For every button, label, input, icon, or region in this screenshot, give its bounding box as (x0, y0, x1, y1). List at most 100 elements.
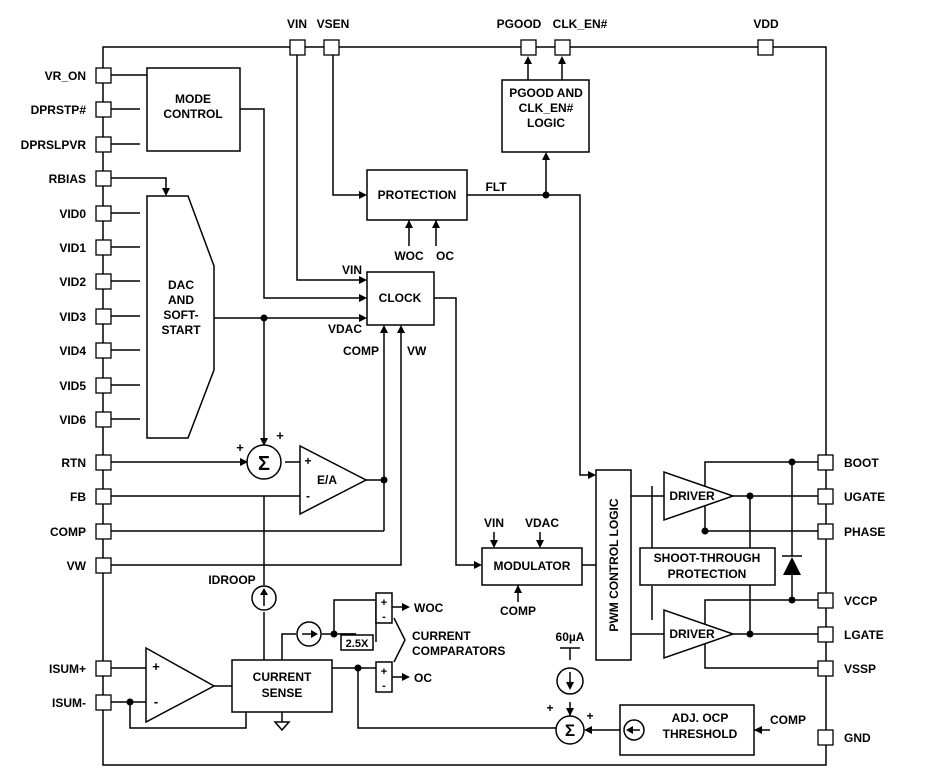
comparators-line2: COMPARATORS (412, 644, 505, 658)
pin-comp (95, 523, 112, 540)
pin-label-rbias: RBIAS (49, 172, 86, 186)
pin-vssp (817, 660, 834, 677)
pin-vdd (757, 39, 774, 56)
pin-vid4 (95, 342, 112, 359)
clock-vdac-label: VDAC (328, 322, 362, 336)
pin-label-clk-en: CLK_EN# (553, 17, 608, 31)
pin-label-comp: COMP (50, 525, 86, 539)
flt-label: FLT (485, 180, 507, 194)
shoot-through-block (639, 547, 776, 586)
rtn-sum-plus-top: + (276, 428, 284, 443)
modulator-comp-label: COMP (500, 604, 536, 618)
pin-label-ugate: UGATE (844, 490, 885, 504)
pin-label-vid5: VID5 (59, 379, 86, 393)
ocp-sum-plus-right: + (586, 709, 593, 723)
low-side-driver-label: DRIVER (669, 627, 715, 641)
ocp-sum-plus-left: + (546, 701, 553, 715)
clock-vw-label: VW (407, 344, 427, 358)
pin-label-vccp: VCCP (844, 594, 877, 608)
pin-label-vid4: VID4 (59, 344, 86, 358)
comparator-brace (393, 617, 406, 663)
pin-dprslpvr (95, 136, 112, 153)
pin-label-vsen: VSEN (317, 17, 350, 31)
comparators-line1: CURRENT (412, 629, 471, 643)
pin-dprstp (95, 101, 112, 118)
pin-label-vid6: VID6 (59, 413, 86, 427)
modulator-label: MODULATOR (494, 559, 571, 573)
pin-label-lgate: LGATE (844, 628, 884, 642)
pin-label-vid3: VID3 (59, 310, 86, 324)
arrowheads (162, 56, 762, 734)
wires (111, 55, 818, 731)
pin-label-vdd: VDD (753, 17, 779, 31)
oc-comp-minus: - (382, 680, 386, 692)
shoot-through-line2: PROTECTION (668, 567, 747, 581)
high-side-driver-label: DRIVER (669, 489, 715, 503)
dac-line2: AND (168, 293, 194, 307)
modulator-block (481, 547, 583, 586)
pgood-logic-line1: PGOOD AND (509, 86, 583, 100)
dac-block (146, 195, 215, 439)
junction-dots (126, 191, 796, 706)
pin-lgate (817, 626, 834, 643)
clock-block (366, 271, 435, 326)
dac-line4: START (161, 323, 201, 337)
pin-vsen (323, 39, 340, 56)
pin-rtn (95, 454, 112, 471)
pin-label-vid2: VID2 (59, 275, 86, 289)
adj-ocp-line1: ADJ. OCP (672, 711, 729, 725)
pgood-logic-line3: LOGIC (527, 116, 565, 130)
pwm-control-logic-label: PWM CONTROL LOGIC (607, 498, 621, 631)
pin-isum-minus (95, 694, 112, 711)
pin-vid6 (95, 411, 112, 428)
error-amplifier (299, 444, 368, 516)
pgood-logic-block (501, 79, 590, 153)
pin-vid1 (95, 239, 112, 256)
pin-vid0 (95, 205, 112, 222)
ea-plus: + (304, 454, 311, 468)
clock-vin-label: VIN (342, 263, 362, 277)
pin-phase (817, 523, 834, 540)
pin-vid2 (95, 273, 112, 290)
oc-out-label: OC (414, 671, 432, 685)
pin-isum-plus (95, 660, 112, 677)
pin-label-vin: VIN (287, 17, 307, 31)
pin-clk-en (554, 39, 571, 56)
rtn-sum-junction (246, 444, 282, 480)
pin-label-vr-on: VR_ON (45, 69, 86, 83)
pin-rbias (95, 170, 112, 187)
pin-label-pgood: PGOOD (497, 17, 542, 31)
pin-label-isum-plus: ISUM+ (49, 662, 86, 676)
shoot-through-line1: SHOOT-THROUGH (654, 551, 761, 565)
pin-ugate (817, 488, 834, 505)
pin-vin (289, 39, 306, 56)
oc-comparator (375, 661, 393, 693)
protection-label: PROTECTION (378, 188, 457, 202)
low-side-driver (663, 608, 736, 660)
pin-vid3 (95, 308, 112, 325)
current-sense-block (231, 659, 333, 713)
woc-comp-plus: + (381, 597, 387, 609)
idroop-label: IDROOP (208, 573, 255, 587)
high-side-driver (663, 470, 736, 522)
pin-label-rtn: RTN (61, 456, 86, 470)
mode-control-line2: CONTROL (163, 107, 222, 121)
woc-comparator (375, 592, 393, 624)
current-source-label: 60µA (556, 630, 585, 644)
mode-control-block (146, 67, 241, 152)
pin-vccp (817, 592, 834, 609)
rtn-sum-symbol: Σ (258, 453, 270, 475)
pin-gnd (817, 729, 834, 746)
pwm-control-logic-block (595, 469, 632, 661)
isum-amp-minus: - (154, 694, 158, 709)
woc-comp-minus: - (382, 611, 386, 623)
ocp-sum-symbol: Σ (565, 721, 575, 740)
dac-line1: DAC (168, 278, 194, 292)
ea-minus: - (306, 489, 310, 503)
woc-in-label: WOC (394, 249, 424, 263)
modulator-vin-label: VIN (484, 516, 504, 530)
protection-block (366, 169, 468, 221)
woc-out-label: WOC (414, 601, 444, 615)
dac-line3: SOFT- (163, 308, 198, 322)
